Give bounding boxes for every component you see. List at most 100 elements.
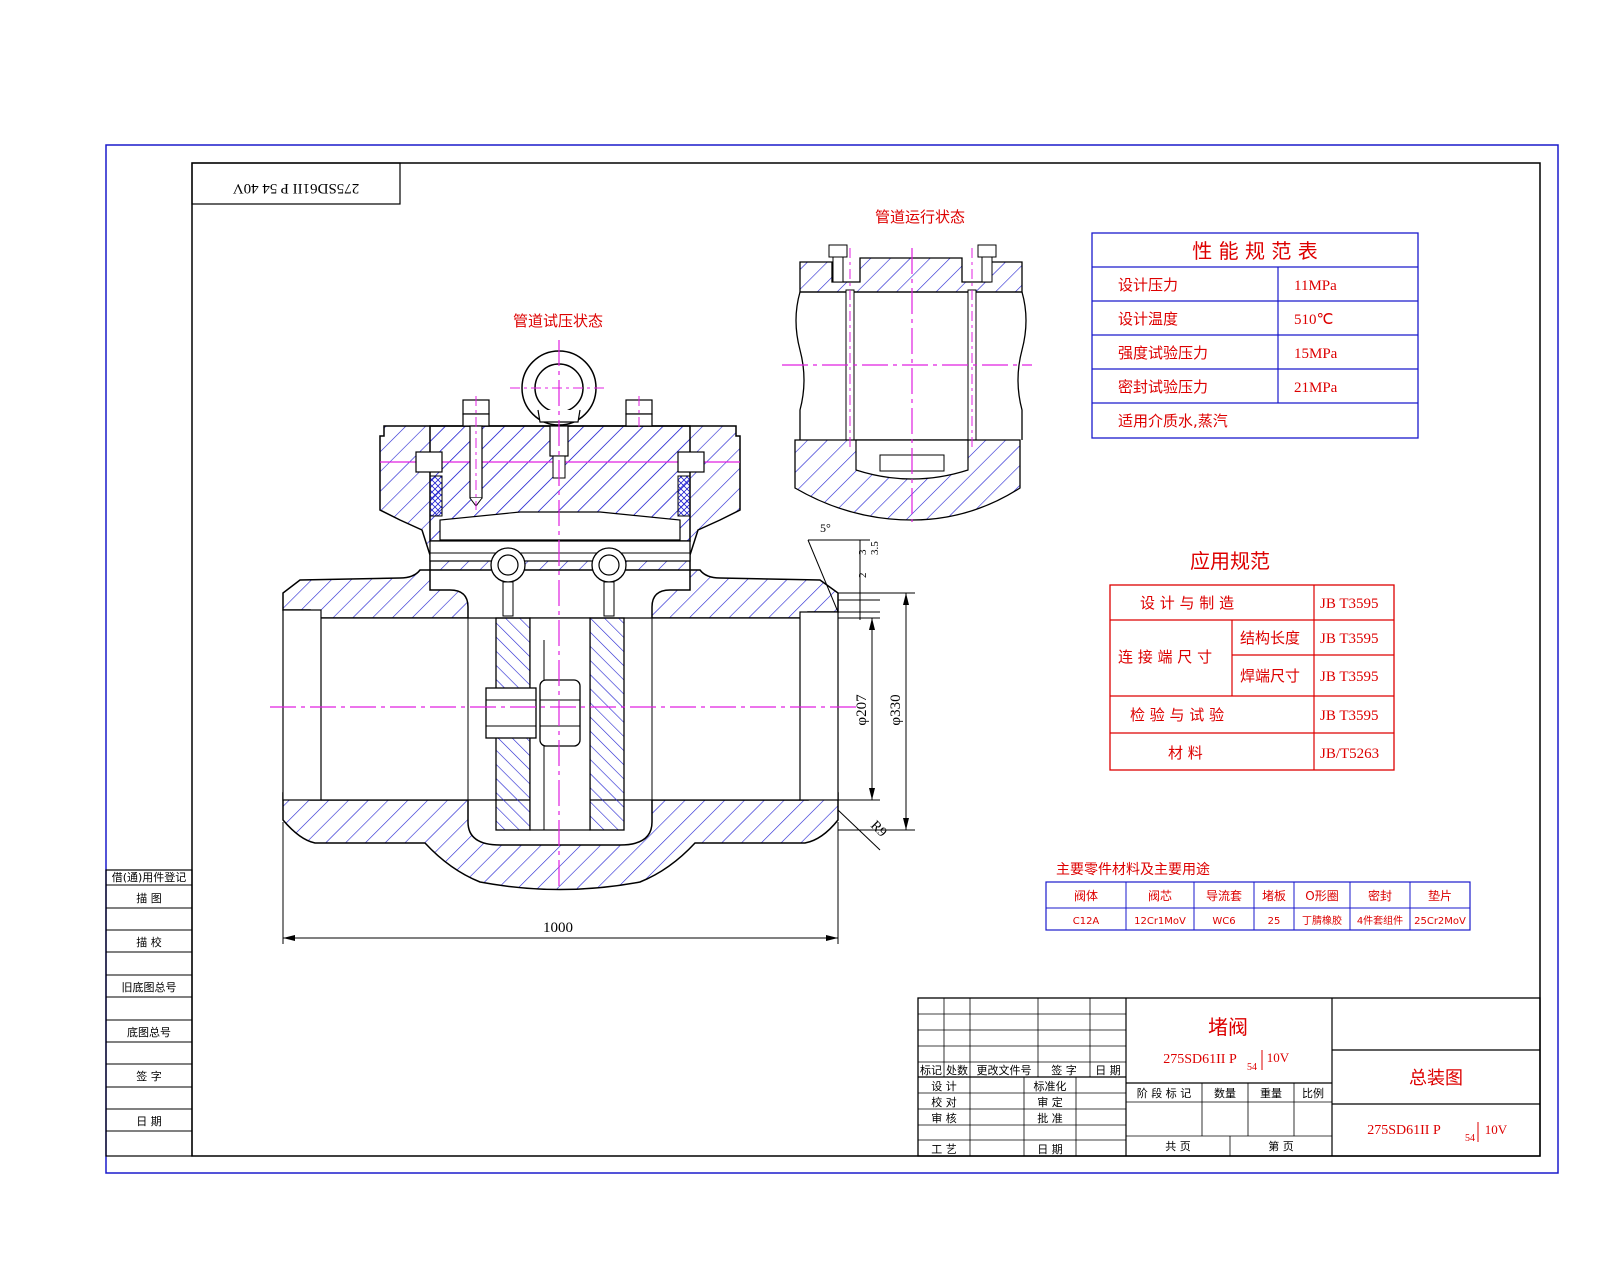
- perf-label: 强度试验压力: [1118, 344, 1208, 362]
- role-left: 审 核: [931, 1111, 957, 1125]
- perf-media: 适用介质水,蒸汽: [1118, 412, 1228, 430]
- perf-label: 设计压力: [1118, 276, 1178, 294]
- parts-value: C12A: [1073, 916, 1100, 927]
- app-title: 应用规范: [1190, 549, 1270, 573]
- dim-t2: 3.5: [869, 541, 881, 555]
- rev-header: 标记: [920, 1063, 942, 1077]
- bore-left-end: [282, 609, 322, 801]
- parts-header: 导流套: [1206, 889, 1242, 903]
- rev-header: 更改文件号: [977, 1063, 1032, 1077]
- parts-title: 主要零件材料及主要用途: [1056, 861, 1210, 878]
- drawing-code: 275SD61II P: [1367, 1123, 1441, 1138]
- bore-right-end: [799, 611, 839, 801]
- bonnet-ring: [429, 540, 691, 562]
- product-model-sub: 54: [1247, 1062, 1257, 1073]
- app-conn: 连 接 端 尺 寸: [1118, 648, 1212, 666]
- plug-assembly: [485, 547, 627, 831]
- side-label: 描 图: [136, 891, 162, 905]
- parts-value: 25: [1268, 916, 1281, 927]
- corner-code: 275SD61II P 54 40V: [233, 180, 360, 196]
- dimensions: 1000 φ207 φ330 R9 2 3 3.5 5°: [282, 521, 915, 944]
- label-test-state: 管道试压状态: [513, 312, 603, 330]
- parts-value: WC6: [1212, 916, 1235, 927]
- parts-header: 阀芯: [1148, 889, 1172, 903]
- sheet-number: 第 页: [1268, 1139, 1294, 1153]
- op-pipe-wall-left: [795, 291, 805, 440]
- side-label: 描 校: [136, 935, 162, 949]
- perf-value: 11MPa: [1294, 278, 1337, 294]
- dim-length: 1000: [543, 920, 573, 936]
- parts-value: 25Cr2MoV: [1414, 916, 1466, 927]
- seal-right: [677, 451, 705, 473]
- parts-table: 主要零件材料及主要用途 阀体 阀芯 导流套 堵板 O形圈 密封 垫片 C12A …: [1045, 861, 1471, 931]
- side-label: 借(通)用件登记: [112, 870, 187, 884]
- performance-table: 性 能 规 范 表 设计压力 11MPa 设计温度 510℃ 强度试验压力 15…: [1091, 232, 1419, 439]
- app-material: 材 料: [1168, 744, 1203, 762]
- parts-value: 丁腈橡胶: [1302, 914, 1342, 927]
- role-right: 批 准: [1037, 1111, 1063, 1125]
- valve-main-section: [270, 340, 860, 891]
- perf-value: 21MPa: [1294, 380, 1338, 396]
- parts-value: 4件套组件: [1357, 914, 1403, 927]
- operating-detail-view: [782, 244, 1032, 522]
- dim-r9: R9: [867, 818, 889, 840]
- app-inspect-std: JB T3595: [1320, 708, 1378, 724]
- inner-frame: [191, 162, 1541, 1157]
- stage-header: 比例: [1302, 1086, 1324, 1100]
- stage-header: 阶 段 标 记: [1137, 1086, 1192, 1100]
- dim-t1: 3: [857, 549, 869, 555]
- drawing-code-tail: 10V: [1485, 1122, 1508, 1137]
- perf-label: 密封试验压力: [1118, 378, 1208, 396]
- side-strip: 借(通)用件登记 描 图 描 校 旧底图总号 底图总号 签 字 日 期: [105, 869, 193, 1157]
- dim-d207: φ207: [854, 694, 870, 726]
- parts-header: 垫片: [1428, 888, 1452, 903]
- perf-value: 510℃: [1294, 312, 1333, 328]
- parts-header: O形圈: [1305, 889, 1338, 903]
- side-label: 底图总号: [127, 1025, 171, 1039]
- dim-t3: 2: [857, 573, 869, 579]
- role-right: 审 定: [1037, 1095, 1063, 1109]
- rev-header: 签 字: [1051, 1063, 1077, 1077]
- side-label: 签 字: [136, 1069, 162, 1083]
- role-right: 日 期: [1037, 1143, 1063, 1156]
- corner-code-box: [191, 162, 401, 205]
- role-left: 设 计: [931, 1080, 957, 1093]
- drawing-code-sub: 54: [1465, 1133, 1475, 1144]
- parts-header: 阀体: [1074, 889, 1098, 903]
- sheet-total: 共 页: [1165, 1140, 1191, 1153]
- seal-left: [415, 451, 443, 473]
- parts-value: 12Cr1MoV: [1134, 916, 1186, 927]
- parts-header: 堵板: [1262, 889, 1286, 903]
- app-weld-std: JB T3595: [1320, 669, 1378, 685]
- app-material-std: JB/T5263: [1320, 746, 1379, 762]
- outer-frame: [105, 144, 1559, 1174]
- drawing-name: 总装图: [1409, 1068, 1463, 1089]
- rev-header: 日 期: [1095, 1064, 1121, 1077]
- op-bolt-left: [828, 244, 848, 283]
- parts-header: 密封: [1368, 888, 1392, 903]
- perf-label: 设计温度: [1118, 310, 1178, 328]
- label-operating-state: 管道运行状态: [875, 208, 965, 226]
- packing-left: [429, 475, 443, 517]
- op-bolt-right: [977, 244, 997, 283]
- app-design: 设 计 与 制 造: [1140, 594, 1234, 612]
- dim-d330: φ330: [888, 694, 904, 725]
- role-left: 工 艺: [931, 1143, 957, 1156]
- application-table: 应用规范 设 计 与 制 造 JB T3595 连 接 端 尺 寸 结构长度 J…: [1109, 549, 1395, 771]
- product-model-tail: 10V: [1267, 1050, 1290, 1065]
- app-struct-std: JB T3595: [1320, 631, 1378, 647]
- title-block: 标记 处数 更改文件号 签 字 日 期 设 计 校 对 审 核 工 艺 标准化 …: [917, 997, 1541, 1157]
- packing-right: [677, 475, 691, 517]
- app-weld: 焊端尺寸: [1240, 667, 1300, 685]
- app-design-std: JB T3595: [1320, 596, 1378, 612]
- op-pipe-wall-right: [1017, 291, 1027, 440]
- stage-header: 数量: [1214, 1087, 1236, 1100]
- side-label: 旧底图总号: [122, 980, 177, 994]
- perf-title: 性 能 规 范 表: [1192, 239, 1317, 263]
- product-name: 堵阀: [1208, 1015, 1248, 1039]
- perf-value: 15MPa: [1294, 346, 1338, 362]
- app-struct: 结构长度: [1240, 629, 1300, 647]
- rev-header: 处数: [946, 1064, 968, 1077]
- app-inspect: 检 验 与 试 验: [1130, 706, 1224, 724]
- stage-header: 重量: [1260, 1086, 1282, 1100]
